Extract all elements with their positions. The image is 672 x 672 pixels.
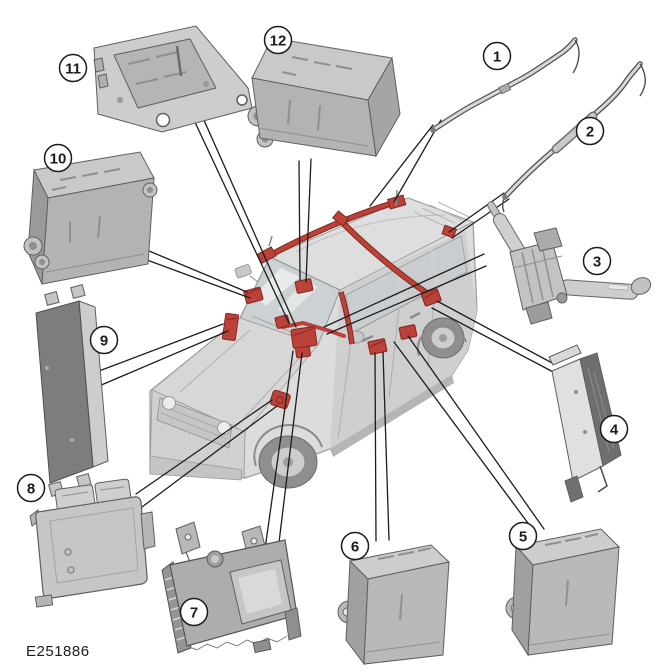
figure-id: E251886 <box>26 643 90 660</box>
callout-number-2: 2 <box>586 124 594 141</box>
callout-7: 7 <box>179 597 209 627</box>
sensor-header <box>294 278 314 294</box>
callout-number-3: 3 <box>593 254 601 271</box>
part-8-engine-control-module <box>29 478 156 608</box>
part-5-door-module <box>505 528 621 657</box>
leader-line-part-3 <box>323 253 487 335</box>
grille <box>156 397 233 449</box>
curtain-2-location-strip <box>336 216 430 296</box>
callout-circle-1 <box>482 41 512 71</box>
sensor-a-pillar <box>243 286 264 305</box>
callout-8: 8 <box>16 473 46 503</box>
callout-circle-6 <box>340 531 370 561</box>
headlamp-left <box>162 396 176 410</box>
callout-number-9: 9 <box>100 333 108 350</box>
callout-number-4: 4 <box>610 422 619 439</box>
callout-2: 2 <box>575 116 605 146</box>
callout-6: 6 <box>340 531 370 561</box>
part-11-restraints-control-module <box>93 25 253 133</box>
part-10-control-module <box>23 151 158 285</box>
leader-line-part-5 <box>393 335 545 535</box>
callout-number-6: 6 <box>351 539 359 556</box>
callout-number-8: 8 <box>27 481 35 498</box>
part-6-door-module <box>337 544 451 666</box>
leader-line-part-11 <box>185 102 297 328</box>
left-mirror <box>234 264 252 279</box>
highlighted-install-locations <box>221 189 457 410</box>
part-2-curtain-airbag <box>501 61 646 213</box>
front-wheel <box>253 424 323 489</box>
callout-circle-10 <box>43 143 73 173</box>
callout-number-1: 1 <box>493 49 501 66</box>
callout-9: 9 <box>89 325 119 355</box>
part-1-curtain-airbag <box>430 37 580 133</box>
part-7-finned-module <box>161 521 302 654</box>
sensor-c-pillar <box>421 288 442 307</box>
callout-number-11: 11 <box>65 61 81 78</box>
leader-line-part-2 <box>448 192 510 239</box>
leader-line-part-6 <box>374 351 390 542</box>
callout-circle-11 <box>58 53 88 83</box>
callout-4: 4 <box>599 414 629 444</box>
callout-circle-2 <box>575 116 605 146</box>
callout-12: 12 <box>263 25 293 55</box>
leader-line-part-12 <box>298 158 312 283</box>
sensor-front-door <box>367 338 388 355</box>
leader-line-part-4 <box>431 300 558 375</box>
callout-number-12: 12 <box>270 33 287 50</box>
curtain-1-location-strip <box>266 199 401 259</box>
center-module-cluster <box>274 314 346 359</box>
callout-11: 11 <box>58 53 88 83</box>
callout-circle-5 <box>508 521 538 551</box>
callout-circle-4 <box>599 414 629 444</box>
callout-10: 10 <box>43 143 73 173</box>
rear-wheel <box>416 317 467 359</box>
callout-circle-7 <box>179 597 209 627</box>
callout-number-10: 10 <box>50 151 67 168</box>
leader-line-part-8 <box>135 399 278 508</box>
sensor-rear-door <box>398 324 418 340</box>
callout-number-7: 7 <box>190 605 198 622</box>
callout-3: 3 <box>582 246 612 276</box>
callout-5: 5 <box>508 521 538 551</box>
sensor-fender <box>221 312 240 342</box>
callout-circle-9 <box>89 325 119 355</box>
leader-lines <box>98 102 558 560</box>
part-3-steering-column-switch <box>487 201 652 325</box>
part-9-flat-panel-module <box>35 284 109 497</box>
callout-1: 1 <box>482 41 512 71</box>
leader-line-part-9 <box>98 323 229 387</box>
leader-line-part-7 <box>263 350 303 560</box>
callout-circle-8 <box>16 473 46 503</box>
callout-circle-12 <box>263 25 293 55</box>
part-12-control-module <box>247 37 401 158</box>
callout-number-5: 5 <box>519 529 527 546</box>
callout-circle-3 <box>582 246 612 276</box>
leader-line-part-1 <box>369 119 442 207</box>
